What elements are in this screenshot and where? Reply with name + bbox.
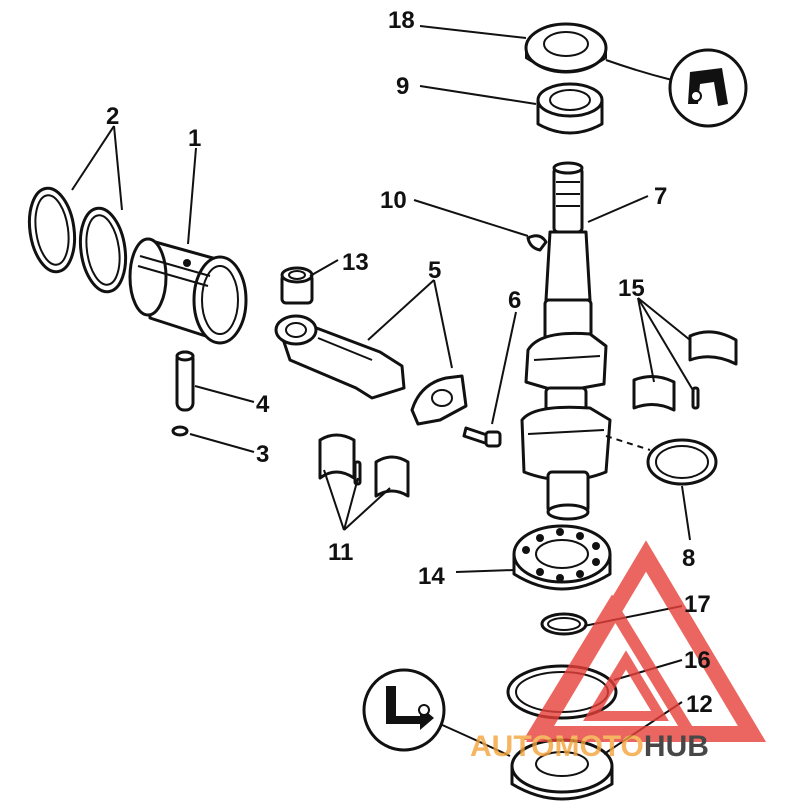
- small-retaining-ring: [540, 612, 588, 636]
- wrist-pin: [175, 350, 195, 412]
- sealant-callout-top: [605, 48, 748, 128]
- label-14: 14: [418, 563, 445, 590]
- label-1: 1: [188, 125, 201, 152]
- watermark-part-moto: MOTO: [554, 730, 643, 763]
- label-6: 6: [508, 287, 521, 314]
- label-18: 18: [388, 7, 415, 34]
- rod-bearing-halves: [318, 433, 410, 498]
- label-11: 11: [328, 539, 353, 566]
- label-15: 15: [618, 275, 645, 302]
- retaining-clip: [171, 425, 189, 437]
- label-5: 5: [428, 257, 441, 284]
- label-2: 2: [106, 103, 119, 130]
- upper-bearing: [536, 82, 604, 135]
- piston-rings: [27, 186, 128, 294]
- label-16: 16: [684, 647, 711, 674]
- bottom-seal: [510, 738, 614, 801]
- crankshaft: [520, 161, 612, 521]
- connecting-rod: [274, 314, 468, 426]
- label-13: 13: [342, 249, 369, 276]
- woodruff-key: [526, 234, 548, 252]
- top-seal: [524, 22, 608, 74]
- watermark-part-hub: HUB: [644, 730, 709, 763]
- label-7: 7: [654, 183, 667, 210]
- label-9: 9: [396, 73, 409, 100]
- label-17: 17: [684, 591, 711, 618]
- watermark-part-auto: AUTO: [470, 730, 554, 763]
- label-12: 12: [686, 691, 713, 718]
- ball-bearing: [512, 524, 612, 591]
- sealant-callout-bottom: [362, 668, 511, 757]
- label-4: 4: [256, 391, 270, 418]
- automotohub-watermark: AUTOMOTOHUB: [470, 540, 767, 763]
- seal-ring: [605, 435, 718, 486]
- label-3: 3: [256, 441, 269, 468]
- label-10: 10: [380, 187, 407, 214]
- piston: [128, 237, 248, 345]
- callout-numbers: 1 2 3 4 5 6 7 8 9 10 11 12 13 14 15 16 1…: [106, 7, 713, 718]
- needle-bearing: [280, 266, 314, 305]
- svg-text:AUTOMOTOHUB: AUTOMOTOHUB: [470, 730, 709, 763]
- label-8: 8: [682, 545, 695, 572]
- rod-bolt: [462, 426, 502, 448]
- main-bearing-halves: [632, 330, 738, 412]
